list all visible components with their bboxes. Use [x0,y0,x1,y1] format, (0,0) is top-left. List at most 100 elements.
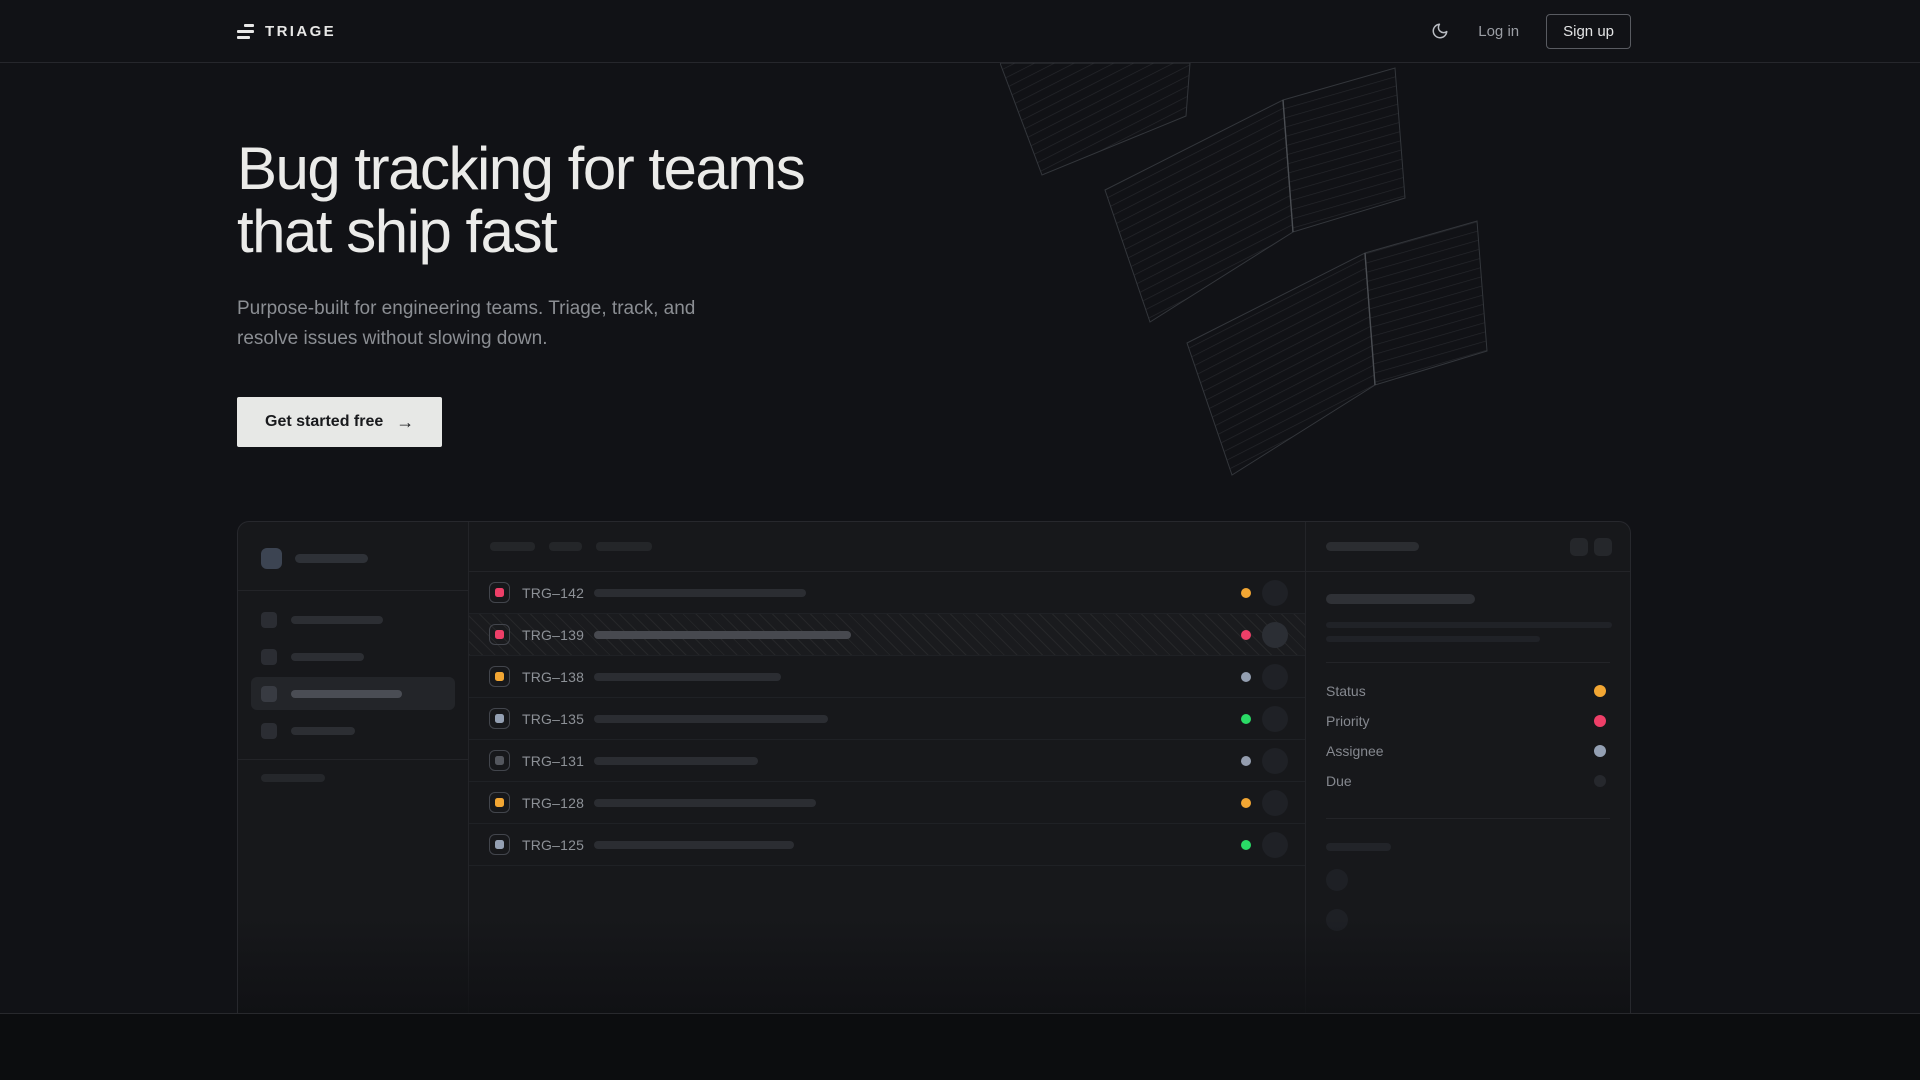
field-value-dot [1594,715,1606,727]
issue-type-icon [489,708,510,729]
field-due[interactable]: Due [1326,766,1610,796]
status-dot [1241,756,1251,766]
issue-detail-panel: Status Priority Assignee Due [1305,522,1630,1013]
issue-title-skeleton [594,631,851,639]
filter-tab-skeleton[interactable] [490,542,535,551]
nav-item-label-skeleton [291,727,355,735]
issue-type-icon [489,624,510,645]
issue-id: TRG–135 [522,711,580,727]
issue-row[interactable]: TRG–142 [469,572,1305,614]
issue-title-skeleton [1326,594,1475,604]
status-dot [1241,798,1251,808]
section-label-skeleton [261,774,325,782]
field-value-dot [1594,775,1606,787]
brand-logo[interactable]: TRIAGE [237,23,336,40]
mockup-sidebar [238,522,469,1013]
field-priority[interactable]: Priority [1326,706,1610,736]
status-dot [1241,672,1251,682]
issue-id: TRG–125 [522,837,580,853]
issue-type-icon [489,750,510,771]
field-status[interactable]: Status [1326,676,1610,706]
header-nav: Log in Sign up [1429,14,1631,49]
panel-header-buttons [1570,538,1612,556]
assignee-avatar [1262,664,1288,690]
panel-action-button[interactable] [1570,538,1588,556]
issue-type-icon [489,834,510,855]
issue-row-selected[interactable]: TRG–139 [469,614,1305,656]
field-label: Due [1326,773,1352,789]
issue-list-toolbar [469,522,1305,572]
detail-panel-body: Status Priority Assignee Due [1306,572,1630,931]
issue-id: TRG–131 [522,753,580,769]
sidebar-nav [238,591,468,747]
nav-item-icon [261,612,277,628]
login-link[interactable]: Log in [1478,23,1519,40]
detail-panel-header [1306,522,1630,572]
issue-row[interactable]: TRG–128 [469,782,1305,824]
next-section-band [0,1013,1920,1080]
filter-tab-skeleton[interactable] [596,542,652,551]
sidebar-nav-item[interactable] [251,640,455,673]
nav-item-label-skeleton [291,690,402,698]
assignee-avatar [1262,706,1288,732]
hero-subtitle: Purpose-built for engineering teams. Tri… [237,294,804,354]
triage-logo-icon [237,24,254,39]
panel-title-skeleton [1326,542,1419,551]
filter-tab-skeleton[interactable] [549,542,582,551]
nav-item-icon [261,686,277,702]
nav-item-icon [261,723,277,739]
issue-row[interactable]: TRG–138 [469,656,1305,698]
activity-section-skeleton [1326,843,1391,851]
status-dot [1241,630,1251,640]
field-label: Priority [1326,713,1370,729]
get-started-button[interactable]: Get started free → [237,397,442,447]
issue-title-skeleton [594,757,758,765]
hero-title: Bug tracking for teams that ship fast [237,137,804,263]
issue-row[interactable]: TRG–135 [469,698,1305,740]
arrow-right-icon: → [396,413,414,431]
brand-name: TRIAGE [265,23,336,40]
description-skeleton [1326,636,1540,642]
sidebar-nav-item[interactable] [251,714,455,747]
issue-id: TRG–142 [522,585,580,601]
issue-row[interactable]: TRG–125 [469,824,1305,866]
field-label: Assignee [1326,743,1384,759]
hero-subtitle-line1: Purpose-built for engineering teams. Tri… [237,294,804,324]
issue-id: TRG–139 [522,627,580,643]
issue-type-icon [489,792,510,813]
sidebar-nav-item[interactable] [251,603,455,636]
issue-list: TRG–142 TRG–139 TRG–138 TR [469,522,1305,1013]
field-value-dot [1594,685,1606,697]
status-dot [1241,840,1251,850]
assignee-avatar [1262,790,1288,816]
issue-title-skeleton [594,715,828,723]
get-started-label: Get started free [265,413,383,431]
panel-action-button[interactable] [1594,538,1612,556]
theme-toggle-button[interactable] [1429,20,1451,42]
sidebar-nav-item-active[interactable] [251,677,455,710]
comment-avatar-skeleton [1326,909,1348,931]
sidebar-section-header [238,760,468,782]
comment-avatar-skeleton [1326,869,1348,891]
issue-id: TRG–138 [522,669,580,685]
issue-title-skeleton [594,589,806,597]
status-dot [1241,588,1251,598]
app-preview-mockup: TRG–142 TRG–139 TRG–138 TR [237,521,1631,1013]
hero-subtitle-line2: resolve issues without slowing down. [237,324,804,354]
issue-fields: Status Priority Assignee Due [1326,663,1610,796]
issue-type-icon [489,666,510,687]
nav-item-label-skeleton [291,653,364,661]
issue-title-skeleton [594,841,794,849]
issue-row[interactable]: TRG–131 [469,740,1305,782]
field-value-dot [1594,745,1606,757]
workspace-switcher[interactable] [238,548,468,569]
top-nav-bar: TRIAGE Log in Sign up [0,0,1920,63]
signup-button[interactable]: Sign up [1546,14,1631,49]
wireframe-slabs-decoration [1000,40,1760,500]
hero-title-line1: Bug tracking for teams [237,137,804,200]
assignee-avatar [1262,580,1288,606]
field-assignee[interactable]: Assignee [1326,736,1610,766]
nav-item-label-skeleton [291,616,383,624]
assignee-avatar [1262,622,1288,648]
status-dot [1241,714,1251,724]
